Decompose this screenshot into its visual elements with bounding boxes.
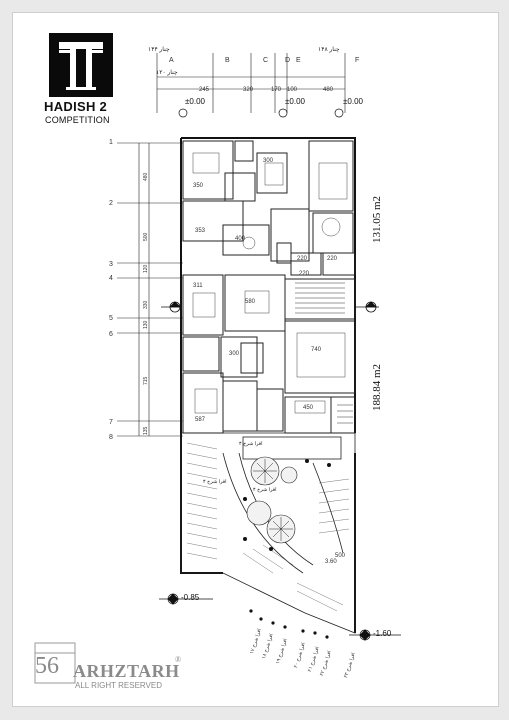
- level-top-right: ±0.00: [343, 97, 363, 106]
- row-number-4: 4: [109, 275, 113, 282]
- street-note-top-left: چنار ۱۴۴: [148, 47, 170, 53]
- axis-letter-f: F: [355, 57, 360, 64]
- row-number-8: 8: [109, 434, 113, 441]
- axis-letter-a: A: [169, 57, 174, 64]
- row-number-5: 5: [109, 315, 113, 322]
- row-number-2: 2: [109, 200, 113, 207]
- axis-letter-c: C: [263, 57, 269, 64]
- watermark-tagline: ALL RIGHT RESERVED: [75, 681, 162, 690]
- competition-logo: [49, 33, 113, 97]
- axis-span-bc: 320: [243, 87, 254, 93]
- room-dim-7: 220: [299, 271, 310, 277]
- room-dim-1: 350: [193, 183, 204, 189]
- room-dim-5: 220: [297, 256, 308, 262]
- row-number-6: 6: [109, 331, 113, 338]
- axis-span-cd: 170: [271, 87, 282, 93]
- room-dim-8: 580: [245, 299, 256, 305]
- watermark-brand: ARHZTARH: [73, 661, 180, 681]
- room-dim-10: 740: [311, 347, 322, 353]
- drawing-sheet: HADISH 2 COMPETITION چنار ۱۴۴ چنار ۱۲۰ چ…: [12, 12, 499, 707]
- row-number-7: 7: [109, 419, 113, 426]
- street-note-left: چنار ۱۲۰: [156, 70, 178, 76]
- axis-letter-d: D: [285, 57, 291, 64]
- brand-subtitle: COMPETITION: [45, 115, 110, 125]
- logo-t-mark-icon: [59, 42, 103, 90]
- axis-span-ab: 245: [199, 87, 210, 93]
- tree-note-1: افرا شرح ۴: [239, 441, 263, 447]
- row-number-1: 1: [109, 139, 113, 146]
- axis-span-ef: 480: [323, 87, 334, 93]
- row-number-3: 3: [109, 261, 113, 268]
- axis-letter-e: E: [296, 57, 301, 64]
- watermark-registered-icon: ®: [175, 655, 182, 664]
- level-top-left: ±0.00: [185, 97, 205, 106]
- street-note-right: چنار ۱۴۸: [318, 47, 340, 53]
- brand-title: HADISH 2: [44, 99, 108, 114]
- room-dim-2: 300: [263, 158, 274, 164]
- room-dim-14: 500: [335, 553, 346, 559]
- tree-note-3: افرا شرح ۴: [253, 487, 277, 493]
- tree-note-2: افرا شرح ۴: [203, 479, 227, 485]
- axis-span-de: 100: [287, 87, 298, 93]
- level-top-mid: ±0.00: [285, 97, 305, 106]
- room-dim-9: 311: [193, 283, 203, 289]
- level-bottom-right: -1.60: [373, 629, 392, 638]
- room-dim-3: 353: [195, 228, 206, 234]
- floor-plan-drawing: [34, 53, 401, 684]
- room-dim-13: 300: [229, 351, 240, 357]
- watermark-page-number: 56: [35, 653, 59, 679]
- level-bottom-left: -0.85: [181, 593, 200, 602]
- room-dim-6: 220: [327, 256, 338, 262]
- room-dim-4: 400: [235, 236, 246, 242]
- room-dim-12: 587: [195, 417, 206, 423]
- room-dim-15: 3.60: [325, 559, 337, 565]
- room-dim-11: 450: [303, 405, 314, 411]
- axis-letter-b: B: [225, 57, 230, 64]
